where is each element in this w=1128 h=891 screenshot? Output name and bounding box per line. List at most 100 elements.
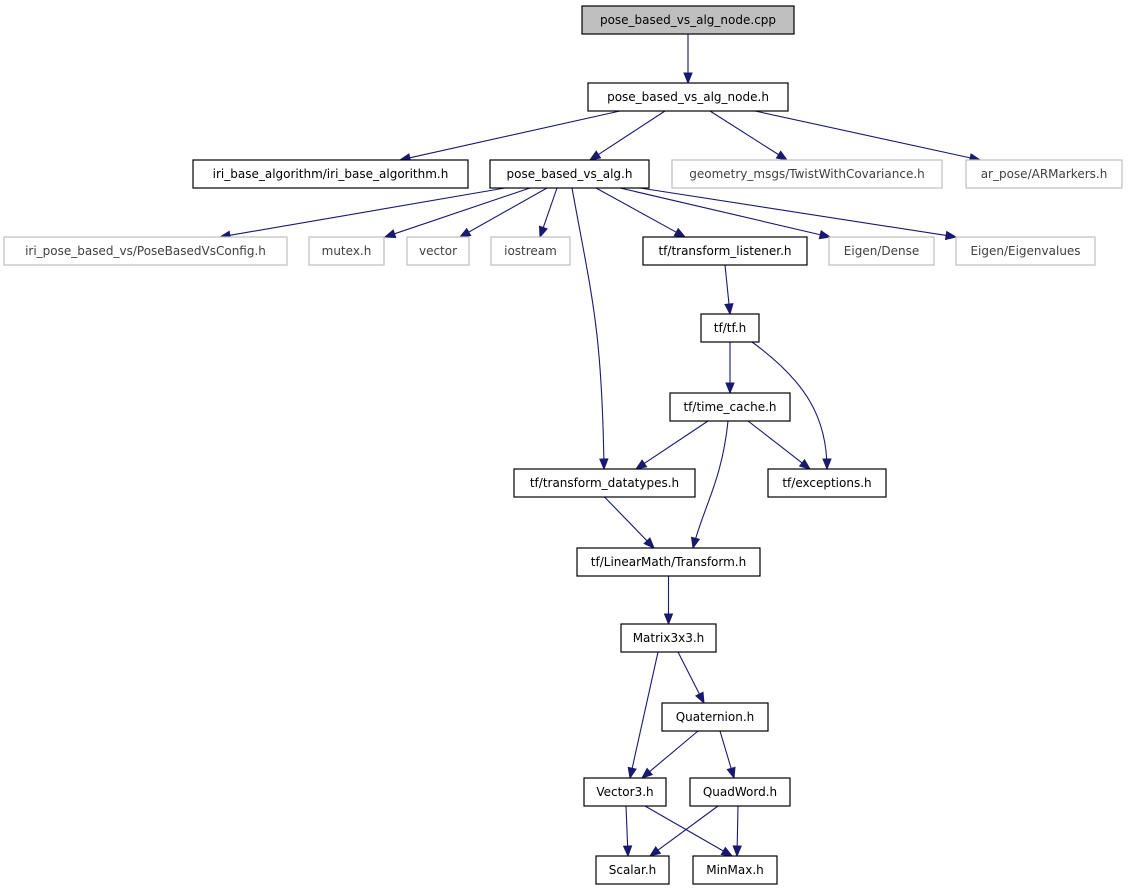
arrowhead <box>643 537 655 549</box>
node-eigen-dense: Eigen/Dense <box>828 236 935 266</box>
node-label: Eigen/Eigenvalues <box>970 244 1080 258</box>
edge-quadword-h-to-minmax-h <box>732 805 742 858</box>
node-box <box>308 236 385 266</box>
arrowhead <box>720 846 734 857</box>
node-iri-base-algorithm-iri-base-algorithm-h[interactable]: iri_base_algorithm/iri_base_algorithm.h <box>192 159 469 189</box>
edge-line <box>751 341 828 470</box>
edge-line <box>631 651 659 769</box>
node-eigen-eigenvalues: Eigen/Eigenvalues <box>955 236 1096 266</box>
arrowhead <box>695 691 705 705</box>
arrowhead <box>726 766 736 780</box>
arrowhead <box>822 458 832 471</box>
node-label: Scalar.h <box>609 863 657 877</box>
arrowhead <box>648 845 662 857</box>
node-vector: vector <box>406 236 470 266</box>
arrowhead <box>622 845 633 858</box>
node-pose-based-vs-alg-node-h[interactable]: pose_based_vs_alg_node.h <box>587 82 789 112</box>
node-ar-pose-armarkers-h: ar_pose/ARMarkers.h <box>965 159 1123 189</box>
edge-line <box>724 264 730 305</box>
node-label: ar_pose/ARMarkers.h <box>981 167 1108 181</box>
edge-line <box>692 420 729 549</box>
arrowhead <box>818 229 832 240</box>
edge-tf-time-cache-h-to-tf-linearmath-transform-h <box>690 420 729 550</box>
edge-quaternion-h-to-quadword-h <box>719 730 736 780</box>
node-box <box>406 236 470 266</box>
edge-line <box>625 805 629 847</box>
edge-pose-based-vs-alg-node-h-to-geometry-msgs-twistwithcovariance-h <box>709 110 789 161</box>
edge-line <box>649 730 699 772</box>
node-label: geometry_msgs/TwistWithCovariance.h <box>689 167 925 181</box>
node-quaternion-h[interactable]: Quaternion.h <box>661 702 769 732</box>
edge-line <box>754 110 971 159</box>
node-label: pose_based_vs_alg_node.h <box>607 90 769 104</box>
node-matrix3x3-h[interactable]: Matrix3x3.h <box>620 623 717 653</box>
node-box <box>767 468 887 498</box>
node-scalar-h[interactable]: Scalar.h <box>595 855 670 885</box>
arrowhead <box>627 766 637 780</box>
node-tf-exceptions-h[interactable]: tf/exceptions.h <box>767 468 887 498</box>
edges-layer <box>218 34 982 858</box>
node-label: tf/transform_listener.h <box>658 244 791 258</box>
node-box <box>669 392 791 422</box>
node-label: pose_based_vs_alg.h <box>507 167 633 181</box>
node-label: Eigen/Dense <box>844 244 919 258</box>
arrowhead <box>640 767 654 779</box>
arrowhead <box>458 227 472 238</box>
node-quadword-h[interactable]: QuadWord.h <box>689 777 791 807</box>
arrowhead <box>724 303 734 316</box>
arrowhead <box>634 459 648 470</box>
node-iostream: iostream <box>490 236 571 266</box>
node-label: vector <box>419 244 457 258</box>
arrowhead <box>732 845 742 858</box>
edge-tf-tf-h-to-tf-exceptions-h <box>751 341 832 471</box>
node-tf-transform-listener-h[interactable]: tf/transform_listener.h <box>642 236 808 266</box>
node-box <box>692 855 778 885</box>
node-box <box>828 236 935 266</box>
edge-line <box>719 730 732 769</box>
node-label: Vector3.h <box>596 785 653 799</box>
arrowhead <box>383 229 397 239</box>
edge-pose-based-vs-alg-h-to-mutex-h <box>383 187 531 239</box>
node-label: Matrix3x3.h <box>633 631 705 645</box>
node-box <box>513 468 696 498</box>
node-label: MinMax.h <box>706 863 764 877</box>
edge-tf-time-cache-h-to-tf-transform-datatypes-h <box>634 420 709 470</box>
node-box <box>576 547 761 577</box>
node-box <box>587 82 789 112</box>
arrowhead <box>673 227 687 238</box>
node-tf-tf-h[interactable]: tf/tf.h <box>700 313 760 343</box>
edge-line <box>394 187 531 235</box>
edge-matrix3x3-h-to-quaternion-h <box>677 651 705 705</box>
edge-tf-transform-listener-h-to-tf-tf-h <box>724 264 734 316</box>
node-tf-time-cache-h[interactable]: tf/time_cache.h <box>669 392 791 422</box>
edge-pose-based-vs-alg-h-to-iostream <box>538 187 558 239</box>
node-minmax-h[interactable]: MinMax.h <box>692 855 778 885</box>
node-box <box>581 5 795 35</box>
node-iri-pose-based-vs-posebasedvsconfig-h: iri_pose_based_vs/PoseBasedVsConfig.h <box>3 236 288 266</box>
arrowhead <box>944 230 958 241</box>
edge-line <box>409 110 621 159</box>
arrowhead <box>775 150 789 161</box>
node-pose-based-vs-alg-h[interactable]: pose_based_vs_alg.h <box>489 159 650 189</box>
node-label: tf/time_cache.h <box>683 400 776 414</box>
edge-pose-based-vs-alg-node-h-to-ar-pose-armarkers-h <box>754 110 982 163</box>
node-geometry-msgs-twistwithcovariance-h: geometry_msgs/TwistWithCovariance.h <box>671 159 943 189</box>
edge-line <box>229 187 506 236</box>
node-box <box>965 159 1123 189</box>
edge-tf-linearmath-transform-h-to-matrix3x3-h <box>663 576 674 626</box>
edge-line <box>571 187 605 470</box>
node-tf-transform-datatypes-h[interactable]: tf/transform_datatypes.h <box>513 468 696 498</box>
node-label: tf/transform_datatypes.h <box>530 476 679 490</box>
edge-line <box>542 187 558 228</box>
node-vector3-h[interactable]: Vector3.h <box>583 777 667 807</box>
node-tf-linearmath-transform-h[interactable]: tf/LinearMath/Transform.h <box>576 547 761 577</box>
edge-pose-based-vs-alg-h-to-vector <box>458 187 548 238</box>
node-box <box>490 236 571 266</box>
node-label: iri_pose_based_vs/PoseBasedVsConfig.h <box>25 244 266 258</box>
node-pose-based-vs-alg-node-cpp[interactable]: pose_based_vs_alg_node.cpp <box>581 5 795 35</box>
arrowhead <box>725 382 735 395</box>
node-box <box>3 236 288 266</box>
node-box <box>671 159 943 189</box>
node-label: pose_based_vs_alg_node.cpp <box>600 13 776 27</box>
